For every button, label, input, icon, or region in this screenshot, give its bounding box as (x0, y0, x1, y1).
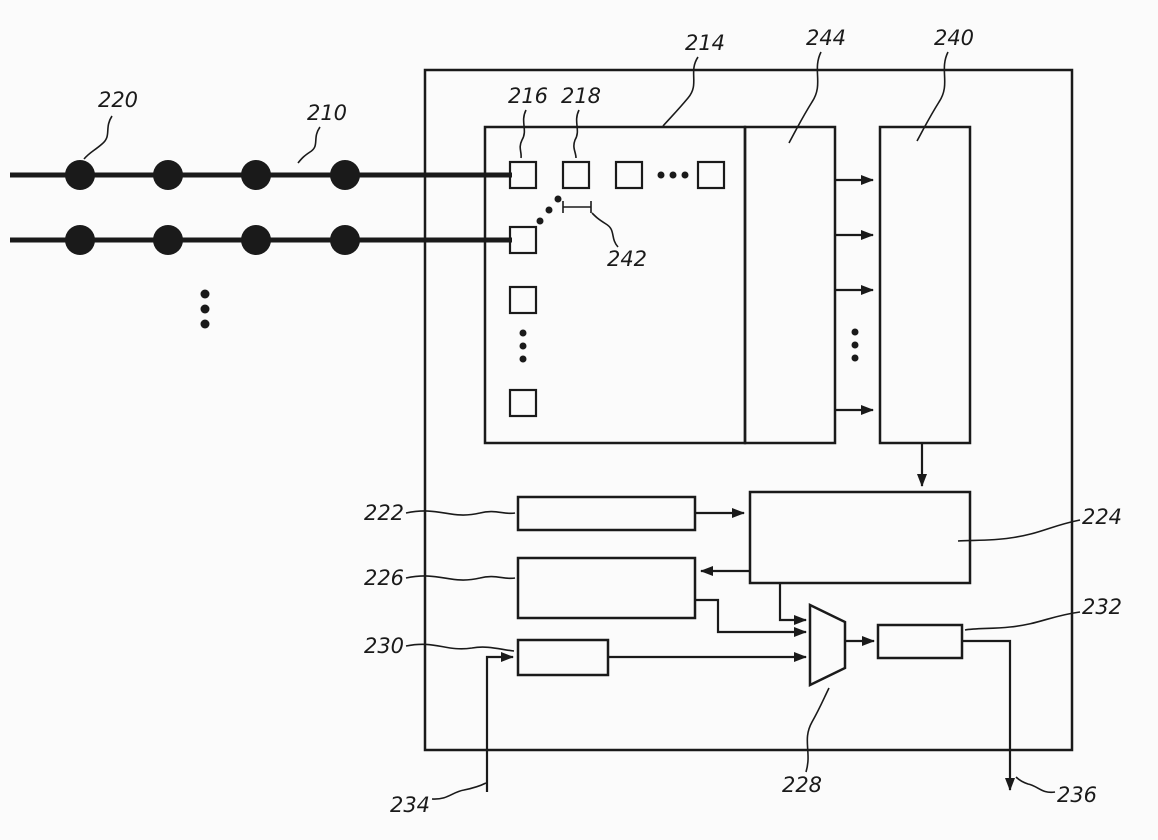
leader-lines (83, 51, 1081, 800)
input-bus-group (10, 160, 512, 329)
mux-228 (808, 603, 847, 687)
leader-220 (83, 115, 113, 160)
reference-labels: 220 210 216 218 214 244 240 242 222 226 … (98, 26, 1122, 817)
leader-244 (788, 51, 822, 144)
tap-dot (65, 160, 95, 190)
array-block-214 (483, 125, 747, 445)
tap-dot (65, 225, 95, 255)
block-232 (876, 623, 964, 660)
leader-240 (916, 51, 949, 142)
leader-222 (405, 510, 516, 516)
tap-dot (330, 160, 360, 190)
leader-210 (297, 126, 321, 164)
cell (614, 160, 644, 190)
arrows-244-to-240 (835, 175, 874, 415)
leader-224 (957, 519, 1081, 542)
label-244: 244 (806, 26, 846, 50)
tap-dot (241, 160, 271, 190)
label-230: 230 (364, 634, 404, 658)
label-218: 218 (561, 84, 601, 108)
arrow-ellipsis (851, 328, 859, 362)
label-216: 216 (508, 84, 548, 108)
tap-dot (153, 160, 183, 190)
label-242: 242 (607, 247, 647, 271)
label-210: 210 (307, 101, 347, 125)
label-240: 240 (934, 26, 974, 50)
block-224 (748, 490, 972, 585)
cell (696, 160, 726, 190)
label-222: 222 (364, 501, 404, 525)
label-226: 226 (364, 566, 404, 590)
tap-dot (153, 225, 183, 255)
leader-236 (1015, 776, 1056, 794)
label-228: 228 (782, 773, 822, 797)
label-232: 232 (1082, 595, 1122, 619)
block-222 (516, 495, 697, 532)
output-wire-236 (962, 639, 1015, 791)
leader-234 (431, 782, 487, 800)
column-ellipsis (519, 329, 527, 363)
label-236: 236 (1057, 783, 1097, 807)
block-230 (516, 638, 610, 677)
label-224: 224 (1082, 505, 1122, 529)
leader-216 (519, 109, 527, 159)
row-ellipsis (657, 171, 689, 179)
input-wire-234 (485, 652, 514, 792)
leader-228 (805, 687, 830, 773)
tap-dot (241, 225, 271, 255)
label-220: 220 (98, 88, 138, 112)
label-214: 214 (685, 31, 725, 55)
pitch-bracket-242 (562, 201, 592, 213)
block-244 (743, 125, 837, 445)
cell (508, 388, 538, 418)
cell (508, 285, 538, 315)
cell-216 (508, 160, 538, 190)
block-240 (878, 125, 972, 445)
wire-226-to-mux (695, 598, 807, 637)
cell-218 (561, 160, 591, 190)
leader-230 (405, 643, 515, 652)
cell (508, 225, 538, 255)
tap-dot (330, 225, 360, 255)
leader-242 (591, 212, 619, 248)
leader-226 (405, 575, 516, 581)
block-226 (516, 556, 697, 620)
wire-224-to-mux (778, 583, 807, 625)
bus-vertical-ellipsis (200, 289, 210, 329)
leader-232 (964, 611, 1081, 631)
label-234: 234 (390, 793, 430, 817)
diagonal-ellipsis (536, 195, 562, 225)
bus-tap-dots (65, 160, 360, 255)
leader-214 (662, 56, 699, 127)
outer-block-214-container (423, 68, 1074, 752)
leader-218 (573, 109, 580, 159)
